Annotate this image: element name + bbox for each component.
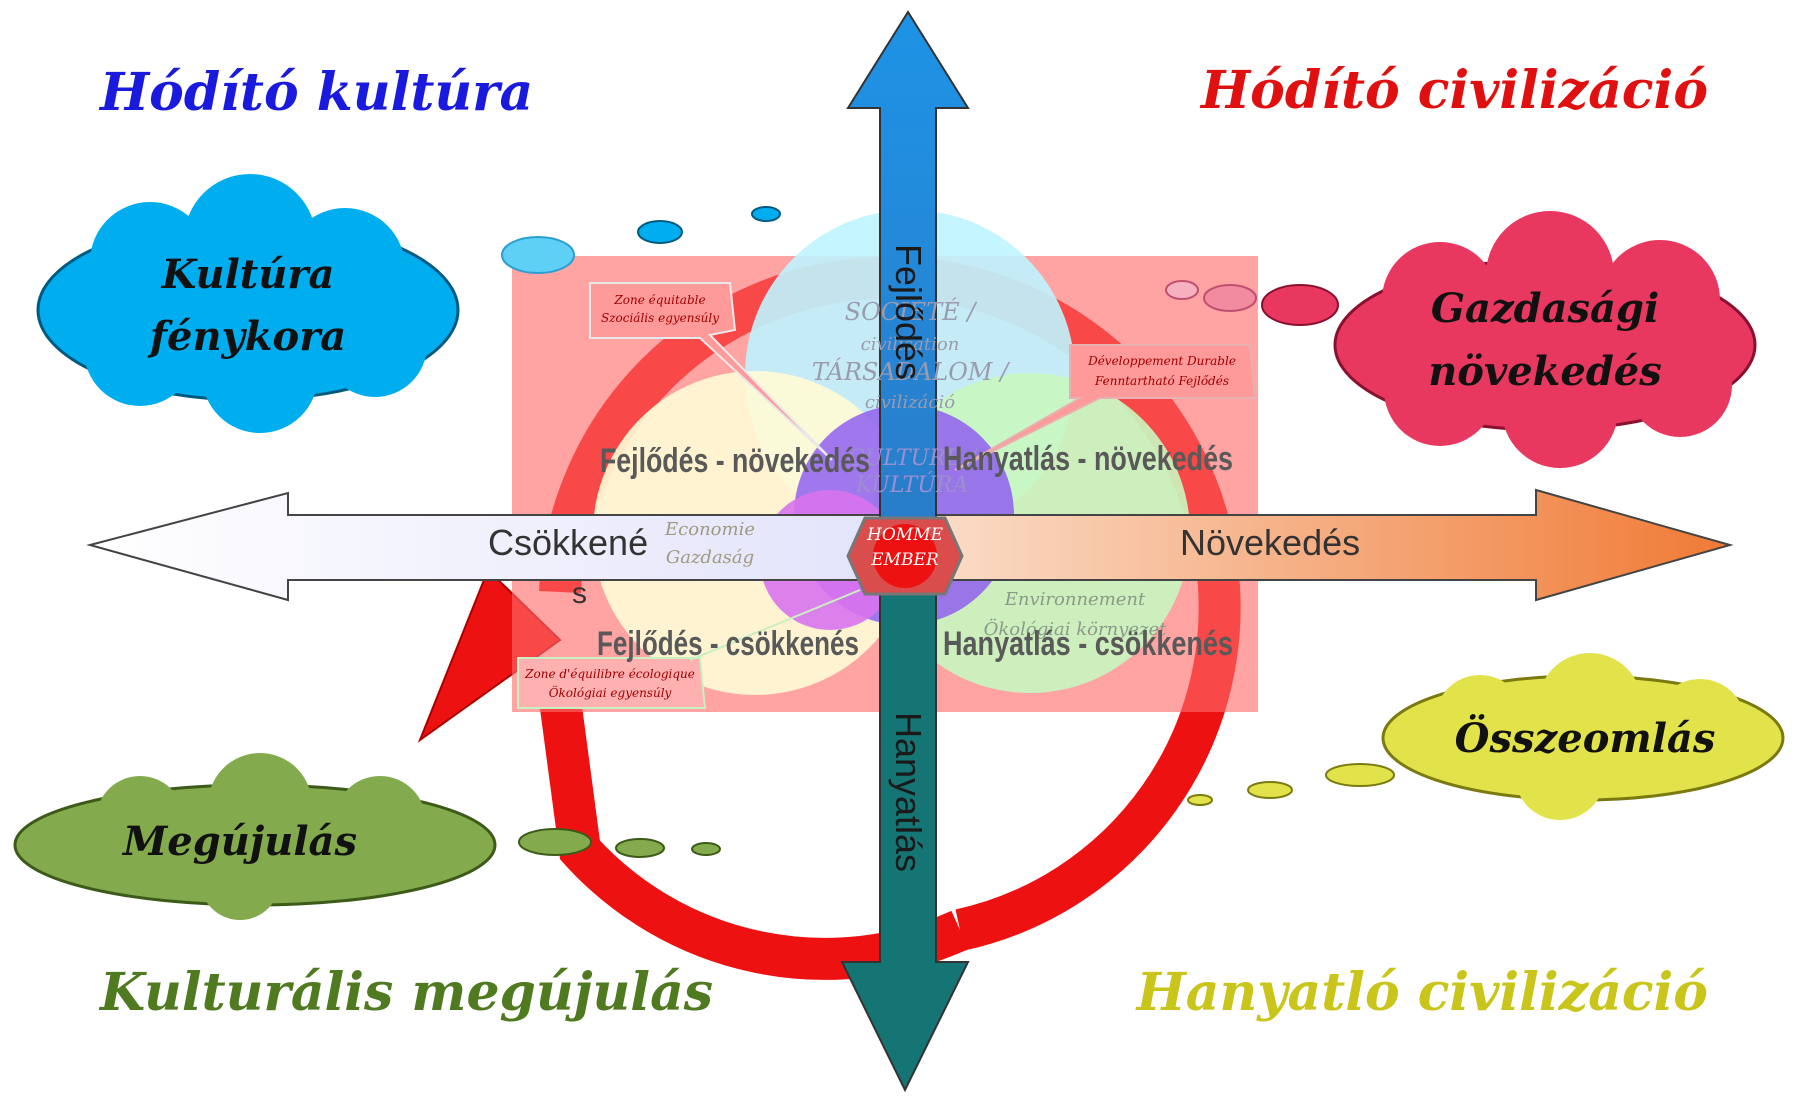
- cloud-culture: [36, 174, 781, 433]
- cloud-culture-line2: fénykora: [147, 313, 346, 360]
- venn-economy-line1: Economie: [664, 519, 755, 540]
- cloud-renewal: [13, 753, 721, 920]
- venn-society-line3: TÁRSADALOM /: [812, 357, 1011, 386]
- venn-society-line4: civilizáció: [865, 392, 955, 413]
- quadrant-bottom-right: Hanyatlás - csökkenés: [943, 625, 1233, 663]
- venn-environment-line1: Environnement: [1004, 589, 1146, 610]
- axis-down-arrow: [840, 539, 970, 1093]
- title-declining-civilization: Hanyatló civilizáció: [1135, 962, 1708, 1023]
- axis-left-label-part2: s: [572, 577, 587, 610]
- title-cultural-renewal: Kulturális megújulás: [98, 962, 713, 1023]
- title-conquering-civilization: Hódító civilizáció: [1199, 60, 1708, 121]
- venn-culture-line1: CULTURE /: [848, 446, 979, 471]
- bubble-culture-3: [751, 206, 781, 222]
- quadrant-top-left: Fejlődés - növekedés: [600, 442, 870, 480]
- axis-down-label: Hanyatlás: [888, 712, 929, 872]
- cloud-collapse: [1187, 653, 1785, 820]
- bubble-growth-1: [1261, 284, 1339, 326]
- bubble-growth-3: [1165, 280, 1199, 300]
- callout-ecological-line2: Ökológiai egyensúly: [549, 684, 672, 700]
- bubble-renewal-2: [615, 838, 665, 858]
- venn-society-line1: SOCIÉTÉ /: [845, 297, 979, 326]
- axis-up-label: Fejlődés: [888, 244, 929, 380]
- callout-ecological-line1: Zone d'équilibre écologique: [524, 667, 695, 681]
- quadrant-top-right: Hanyatlás - növekedés: [943, 440, 1233, 478]
- bubble-renewal-1: [518, 828, 592, 856]
- axis-right-label: Növekedés: [1180, 522, 1360, 563]
- venn-human-line1: HOMME: [866, 525, 944, 545]
- human-core: [873, 524, 937, 588]
- bubble-culture-1: [501, 236, 575, 274]
- bubble-renewal-3: [691, 842, 721, 856]
- cloud-growth: [1165, 211, 1757, 468]
- axis-right-arrow: [879, 488, 1734, 602]
- venn-culture-line2: KULTÚRA: [855, 471, 969, 498]
- quadrant-bottom-left: Fejlődés - csökkenés: [597, 625, 859, 663]
- cloud-growth-line2: növekedés: [1428, 348, 1662, 395]
- bubble-collapse-2: [1247, 781, 1293, 799]
- cloud-growth-line1: Gazdasági: [1431, 285, 1659, 332]
- title-conquering-culture: Hódító kultúra: [98, 62, 533, 123]
- cloud-collapse-label: Összeomlás: [1455, 715, 1716, 762]
- callout-social-line1: Zone équitable: [613, 293, 705, 307]
- venn-society-line2: civilisation: [861, 334, 960, 355]
- venn-economy-line2: Gazdaság: [666, 547, 754, 568]
- bubble-collapse-3: [1187, 794, 1213, 806]
- callout-sustainable-line2: Fenntartható Fejlődés: [1094, 374, 1229, 388]
- cloud-renewal-label: Megújulás: [121, 818, 357, 865]
- bubble-culture-2: [637, 220, 683, 244]
- venn-human-line2: EMBER: [870, 550, 939, 570]
- bubble-collapse-1: [1325, 763, 1395, 787]
- callout-social: [589, 282, 833, 461]
- callout-sustainable-line1: Développement Durable: [1087, 354, 1236, 368]
- callout-social-line2: Szociális egyensúly: [601, 311, 719, 325]
- callout-ecological: [517, 589, 861, 709]
- cloud-culture-line1: Kultúra: [161, 251, 335, 298]
- venn-environment-line2: Ökológiai környezet: [984, 617, 1167, 640]
- callout-sustainable: [954, 344, 1257, 471]
- axis-left-label-part1: Csökkené: [488, 522, 648, 563]
- bubble-growth-2: [1203, 284, 1257, 312]
